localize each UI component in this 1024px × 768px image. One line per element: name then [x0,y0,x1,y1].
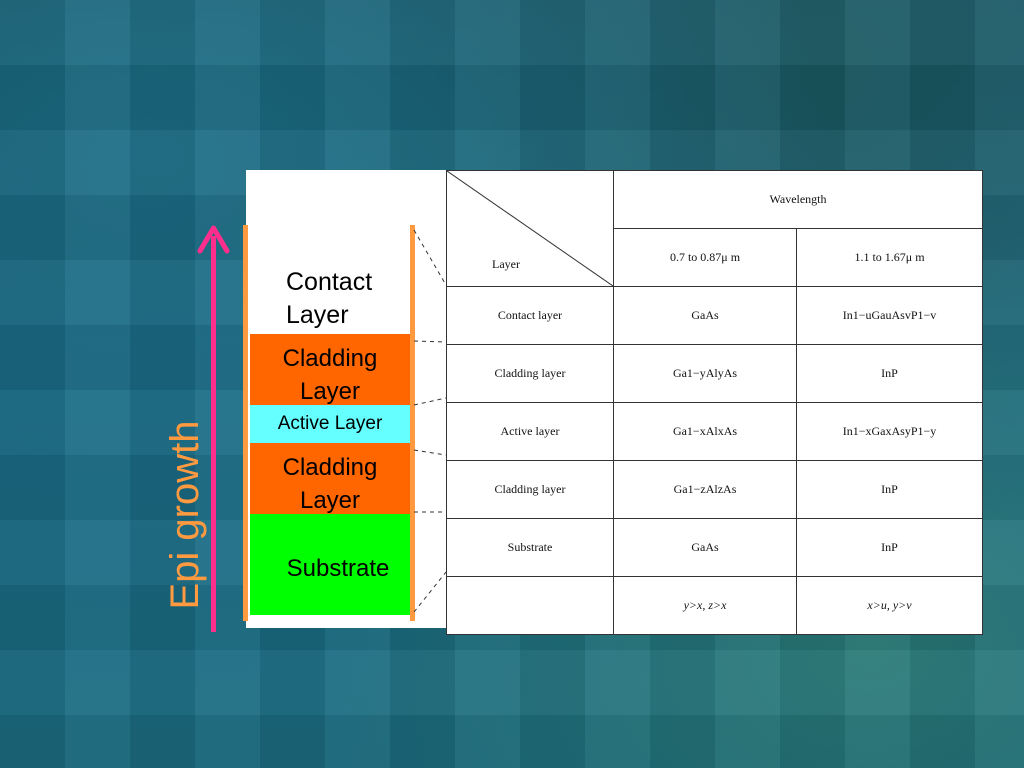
table-row: Cladding layer Ga1−yAlyAs InP [446,344,984,403]
corner-layer-label: Layer [492,257,520,271]
col-header-long-wavelength: 1.1 to 1.67μ m [795,228,984,287]
substrate-label: Substrate [286,555,390,582]
row-material-short: GaAs [613,286,797,345]
row-material-long: In1−xGaxAsyP1−y [795,402,984,461]
stack-right-border [410,225,415,621]
contact-layer-label-line1: Contact [286,268,373,296]
cladding-bottom-label-line1: Cladding [282,454,378,481]
cladding-layer-top: Cladding Layer [250,334,410,405]
row-material-short: Ga1−xAlxAs [613,402,797,461]
row-material-long: InP [795,344,984,403]
wavelength-header: Wavelength [612,170,984,229]
table-row: Substrate GaAs InP [446,518,984,577]
row-material-short: Ga1−yAlyAs [613,344,797,403]
cladding-bottom-label-line2: Layer [299,487,361,514]
arrow-up-icon [197,225,230,254]
row-material-short: GaAs [613,518,797,577]
epi-growth-label: Epi growth [163,420,207,610]
row-layer-name [446,576,614,635]
material-table: Layer Wavelength 0.7 to 0.87μ m 1.1 to 1… [446,170,984,635]
epi-growth-arrow-shaft [211,236,216,632]
active-layer-label: Active Layer [277,413,383,434]
row-layer-name: Contact layer [446,286,614,345]
row-material-long: InP [795,518,984,577]
table-row: y>x, z>x x>u, y>v [446,576,984,635]
row-condition-long: x>u, y>v [795,576,984,635]
row-layer-name: Cladding layer [446,460,614,519]
table-corner-cell: Layer [446,170,614,287]
contact-layer: Contact Layer [250,230,410,334]
contact-layer-label-line2: Layer [286,301,349,329]
substrate-layer: Substrate [250,514,410,615]
cladding-layer-bottom: Cladding Layer [250,443,410,514]
row-layer-name: Substrate [446,518,614,577]
active-layer: Active Layer [250,405,410,443]
table-row: Cladding layer Ga1−zAlzAs InP [446,460,984,519]
row-condition-short: y>x, z>x [613,576,797,635]
row-layer-name: Cladding layer [446,344,614,403]
table-row: Active layer Ga1−xAlxAs In1−xGaxAsyP1−y [446,402,984,461]
table-row: Contact layer GaAs In1−uGauAsvP1−v [446,286,984,345]
row-material-long: In1−uGauAsvP1−v [795,286,984,345]
cladding-top-label-line2: Layer [299,378,361,405]
cladding-top-label-line1: Cladding [282,345,378,372]
corner-diagonal-line [447,171,613,286]
stack-left-border [243,225,248,621]
row-material-short: Ga1−zAlzAs [613,460,797,519]
col-header-short-wavelength: 0.7 to 0.87μ m [613,228,797,287]
row-layer-name: Active layer [446,402,614,461]
row-material-long: InP [795,460,984,519]
